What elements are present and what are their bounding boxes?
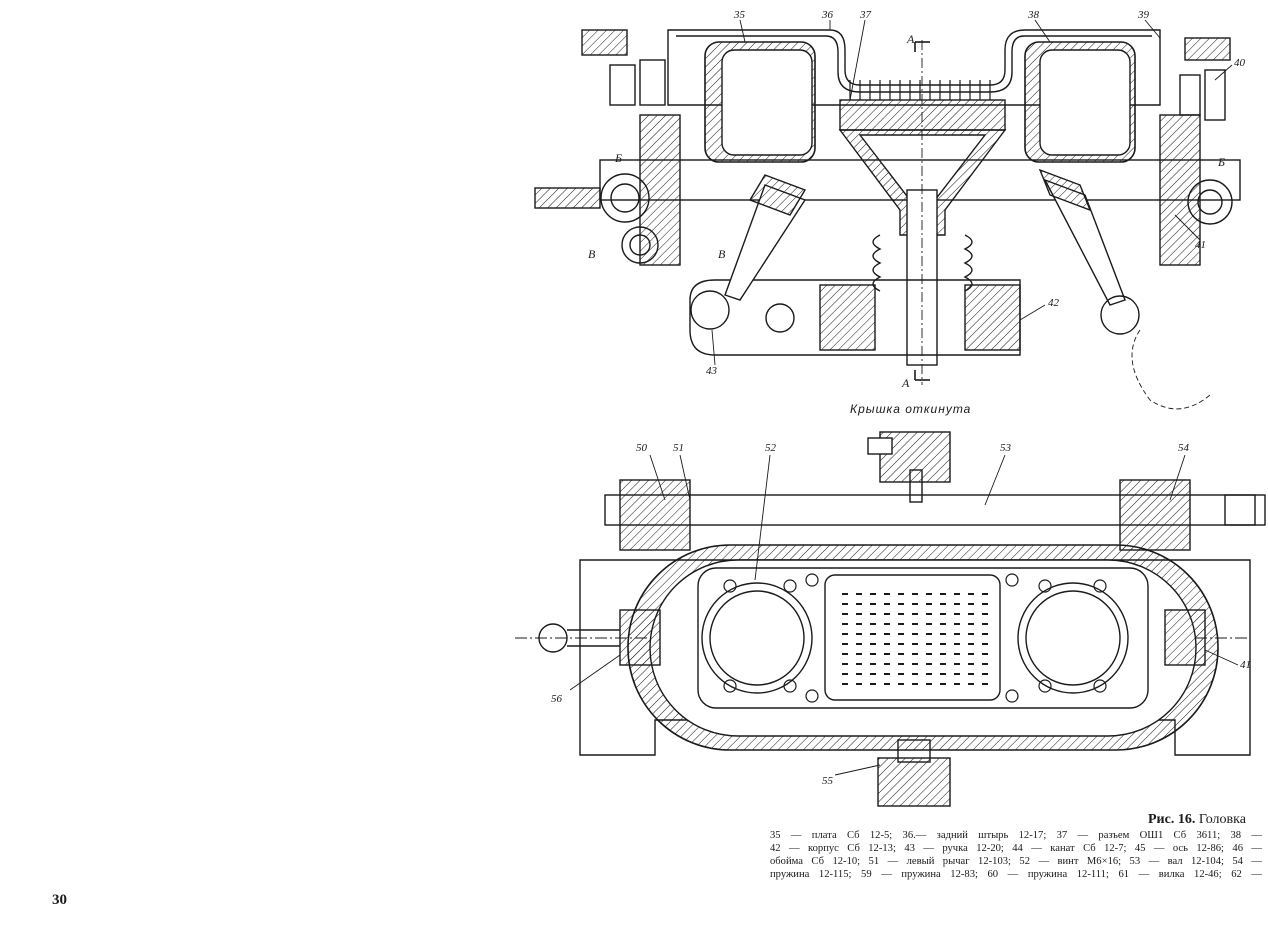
callout-54: 54 (1178, 442, 1189, 454)
callout-41-top: 41 (1195, 239, 1206, 251)
callout-50: 50 (636, 442, 647, 454)
legend-line: 42 — корпус Сб 12-13; 43 — ручка 12-20; … (770, 843, 1262, 854)
figure-legend: 35 — плата Сб 12-5; 36.— задний штырь 12… (770, 829, 1262, 881)
callout-53: 53 (1000, 442, 1011, 454)
figure-title: Головка (1198, 812, 1246, 827)
callout-52: 52 (765, 442, 776, 454)
page-number: 30 (52, 892, 67, 908)
callout-51: 51 (673, 442, 684, 454)
section-mark-a-bottom: А (902, 376, 910, 390)
callout-43: 43 (706, 365, 717, 377)
head-plan-drawing (515, 19, 1266, 807)
callout-35: 35 (734, 9, 745, 21)
callout-42: 42 (1048, 297, 1059, 309)
figure-number: Рис. 16. (1148, 812, 1196, 827)
figure-caption: Рис. 16. Головка (1148, 812, 1246, 828)
section-mark-b-left: Б (615, 151, 623, 165)
callout-36: 36 (822, 9, 833, 21)
head-section-drawing (534, 29, 1241, 410)
callout-40: 40 (1234, 57, 1245, 69)
callout-37: 37 (860, 9, 871, 21)
callout-56: 56 (551, 693, 562, 705)
legend-line: 35 — плата Сб 12-5; 36.— задний штырь 12… (770, 830, 1262, 841)
callout-55: 55 (822, 775, 833, 787)
section-mark-v-right: В (718, 247, 726, 261)
section-mark-a-top: А (907, 32, 915, 46)
callout-39: 39 (1138, 9, 1149, 21)
section-mark-v-left: В (588, 247, 596, 261)
legend-line: пружина 12-115; 59 — пружина 12-83; 60 —… (770, 869, 1262, 880)
callout-38: 38 (1028, 9, 1039, 21)
legend-line: обойма Сб 12-10; 51 — левый рычаг 12-103… (770, 856, 1262, 867)
section-mark-b-right: Б (1218, 155, 1226, 169)
callout-41-bottom: 41 (1240, 659, 1251, 671)
drawing-subcaption: Крышка откинута (850, 402, 972, 416)
